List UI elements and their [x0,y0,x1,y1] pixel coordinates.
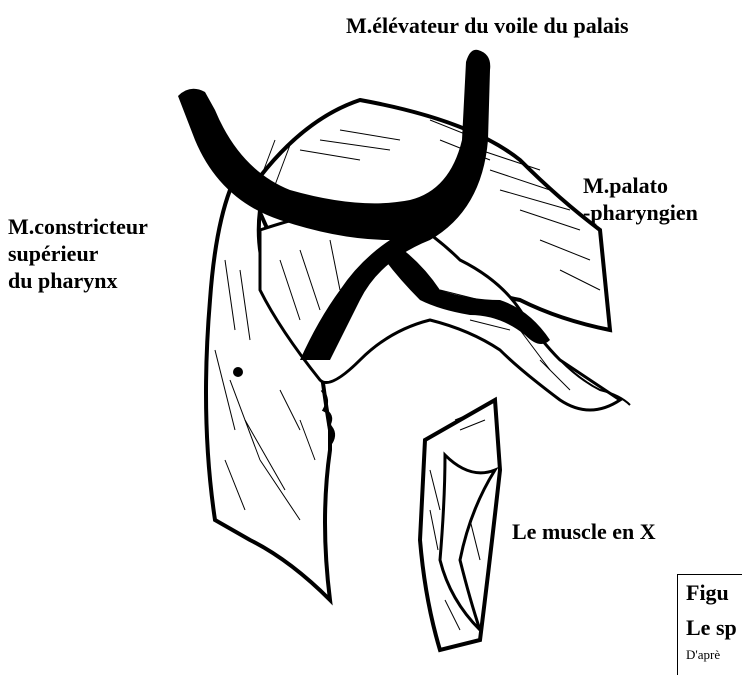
label-constricteur-line1: M.constricteur [8,213,148,240]
label-constricteur-line3: du pharynx [8,267,148,294]
caption-line2: Le sp [686,615,737,641]
label-palato-pharyngien: M.palato -pharyngien [583,172,698,226]
label-palato-line2: -pharyngien [583,199,698,226]
x-muscle-strip [420,400,500,650]
label-palato-line1: M.palato [583,172,698,199]
label-constricteur: M.constricteur supérieur du pharynx [8,213,148,294]
anatomy-illustration [0,0,742,660]
label-muscle-x: Le muscle en X [512,518,656,545]
label-elevateur: M.élévateur du voile du palais [346,12,629,39]
marker-dot [233,367,243,377]
caption-line1: Figu [686,580,729,606]
label-constricteur-line2: supérieur [8,240,148,267]
caption-line3: D'aprè [686,647,720,663]
